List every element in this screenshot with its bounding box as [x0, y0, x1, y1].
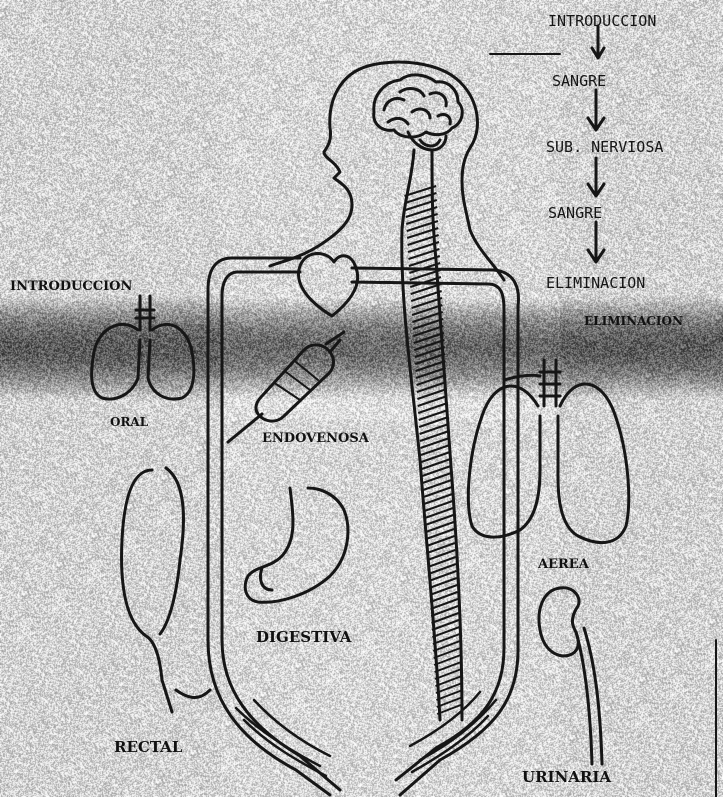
stomach [245, 488, 348, 602]
route-label-digestiva: DIGESTIVA [256, 628, 352, 646]
spinal-cord [402, 150, 464, 720]
left-lung-a [92, 324, 140, 399]
left-lung-b [148, 324, 194, 399]
flow-arrow-1 [592, 26, 604, 58]
route-label-endovenosa: ENDOVENOSA [262, 431, 370, 446]
route-label-aerea: AEREA [537, 557, 590, 572]
right-bronchus-link [504, 375, 540, 380]
left-lungs [92, 296, 194, 399]
human-figure [270, 62, 504, 280]
flow-arrow-3 [588, 158, 604, 196]
route-label-urinaria: URINARIA [522, 768, 611, 786]
route-label-rectal: RECTAL [114, 738, 183, 756]
route-label-oral: ORAL [110, 415, 149, 429]
right-trachea [540, 360, 560, 406]
route-label-eliminacion: ELIMINACION [584, 314, 683, 328]
flow-step-introduccion: INTRODUCCION [548, 12, 656, 30]
flow-step-sangre-2: SANGRE [548, 204, 602, 222]
flow-step-eliminacion: ELIMINACION [546, 274, 645, 292]
left-trachea [136, 296, 154, 330]
brain [374, 75, 463, 137]
syringe-icon [228, 332, 344, 442]
flow-step-sub-nerviosa: SUB. NERVIOSA [546, 138, 663, 156]
route-label-introduccion: INTRODUCCION [10, 279, 132, 294]
kidney [539, 588, 602, 764]
flow-step-sangre-1: SANGRE [552, 72, 606, 90]
flow-arrow-2 [588, 90, 604, 130]
flow-arrow-4 [588, 222, 604, 262]
head-outline [324, 62, 504, 280]
rectum [122, 468, 210, 712]
right-lungs [468, 360, 628, 543]
right-lung-b [558, 384, 629, 543]
heart [298, 253, 357, 316]
ureter [576, 628, 602, 764]
